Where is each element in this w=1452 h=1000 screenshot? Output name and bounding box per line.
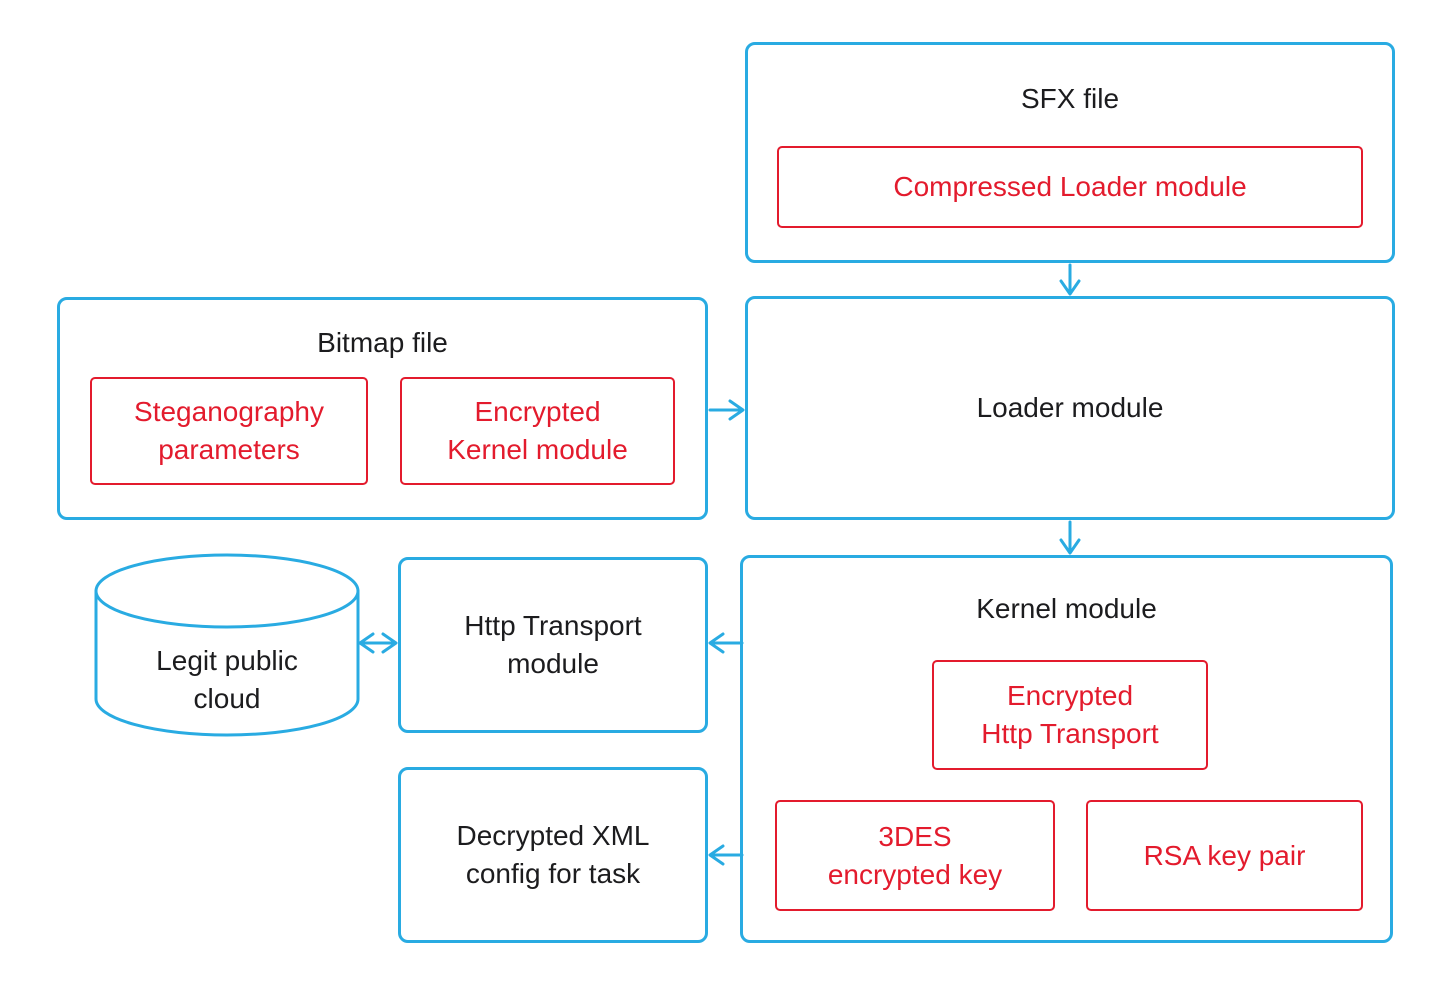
arrow-loader-to-kernel	[1059, 520, 1081, 555]
arrow-bitmap-to-loader	[708, 399, 745, 421]
arrow-kernel-to-http-transport	[708, 632, 744, 654]
steganography-parameters-line1: Steganography	[134, 396, 324, 427]
decrypted-xml-config-line1: Decrypted XML	[456, 820, 650, 851]
arrow-http-transport-cloud-bidirectional	[358, 632, 398, 654]
encrypted-kernel-module-line1: Encrypted	[474, 396, 601, 427]
kernel-module-title: Kernel module	[976, 593, 1157, 624]
legit-public-cloud-label: Legit public cloud	[96, 642, 358, 718]
compressed-loader-module-box: Compressed Loader module	[777, 146, 1363, 228]
bitmap-file-title: Bitmap file	[317, 327, 448, 358]
legit-public-cloud-line1: Legit public	[156, 645, 298, 676]
steganography-parameters-box: Steganography parameters	[90, 377, 368, 485]
loader-module-box: Loader module	[745, 296, 1395, 520]
arrow-sfx-to-loader	[1059, 263, 1081, 296]
legit-public-cloud-line2: cloud	[193, 683, 261, 714]
encrypted-kernel-module-box: Encrypted Kernel module	[400, 377, 675, 485]
encrypted-http-transport-line1: Encrypted	[1006, 680, 1134, 711]
http-transport-module-line2: module	[507, 648, 599, 679]
encrypted-http-transport-box: Encrypted Http Transport	[932, 660, 1208, 770]
http-transport-module-line1: Http Transport	[464, 610, 642, 641]
sfx-file-title: SFX file	[1020, 83, 1120, 114]
arrow-kernel-to-decrypted-xml	[708, 844, 744, 866]
http-transport-module-box: Http Transport module	[398, 557, 708, 733]
rsa-key-pair-label: RSA key pair	[1143, 839, 1306, 871]
loader-module-label: Loader module	[976, 392, 1164, 423]
3des-encrypted-key-line2: encrypted key	[827, 858, 1003, 890]
encrypted-http-transport-line2: Http Transport	[981, 718, 1159, 749]
3des-encrypted-key-line1: 3DES	[878, 820, 952, 852]
compressed-loader-module-label: Compressed Loader module	[893, 171, 1247, 202]
rsa-key-pair-box: RSA key pair	[1086, 800, 1363, 911]
decrypted-xml-config-line2: config for task	[465, 858, 641, 889]
encrypted-kernel-module-line2: Kernel module	[447, 434, 628, 465]
decrypted-xml-config-box: Decrypted XML config for task	[398, 767, 708, 943]
steganography-parameters-line2: parameters	[158, 434, 300, 465]
3des-encrypted-key-box: 3DES encrypted key	[775, 800, 1055, 911]
